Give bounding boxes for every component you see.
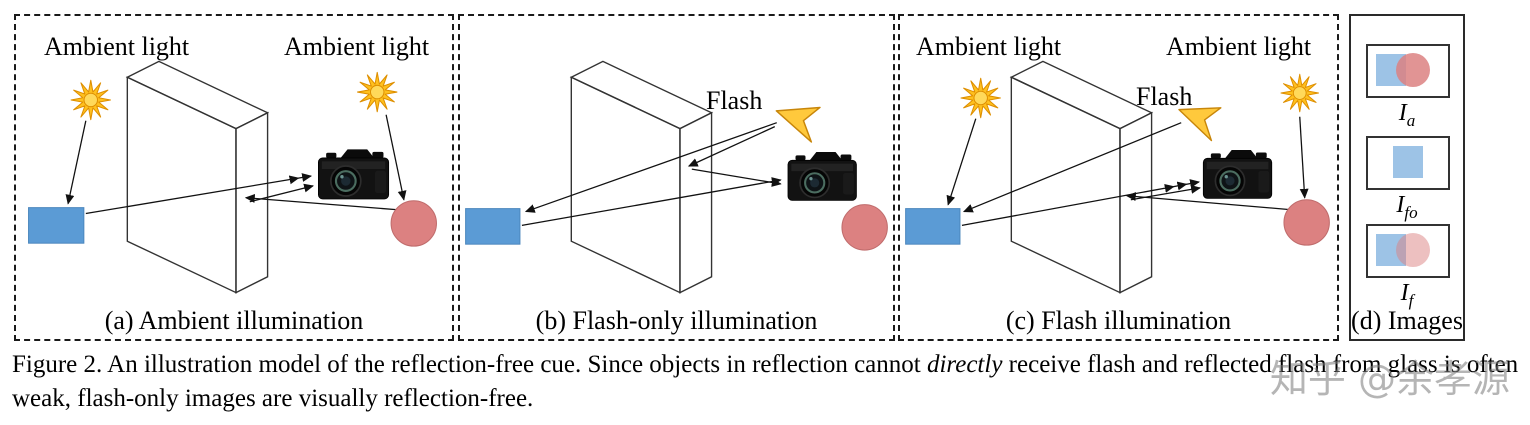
ray-object-to-camera [85,173,313,215]
flash-label: Flash [706,86,763,115]
label-base: I [1400,280,1409,306]
label-subscript: fo [1404,202,1418,222]
image-label-Ia: Ia [1351,100,1463,131]
ray-glass-to-camera [691,168,782,187]
figure-caption: Figure 2. An illustration model of the r… [12,348,1520,415]
flash-scene-diagram [905,60,1330,294]
blue-object [465,208,521,245]
image-label-Ifo: Ifo [1351,192,1463,223]
image-sample-ambient [1366,44,1450,98]
panel-c-caption: (c) Flash illumination [1005,306,1232,335]
watermark: 知乎 @余孝源 [1269,357,1510,401]
panel-flash-illumination: Ambient light Flash Ambient light (c) Fl… [898,14,1339,341]
flash-icon [770,96,821,143]
caption-text: receive flash and reflected flash from g… [12,351,1519,412]
camera-icon [317,148,390,201]
glass-pane [125,60,270,294]
label-subscript: f [1408,290,1414,310]
sun-icon [357,71,398,113]
ray-sun-to-circle [385,114,407,201]
camera-icon [1202,148,1273,200]
panel-images: Ia Ifo If (d) Images [1349,14,1465,341]
pink-object [390,200,437,247]
ray-glass-to-camera [1130,184,1201,201]
ambient-light-label: Ambient light [284,32,430,61]
panel-flash-only-illumination: Flash (b) Flash-only illumination [458,14,895,341]
ray-object-to-camera [521,177,782,227]
ray-object-to-camera [961,179,1200,227]
panel-a-caption: (a) Ambient illumination [104,306,364,335]
image-sample-flash-only [1366,136,1450,190]
ambient-scene-diagram [28,60,437,294]
sun-icon [1280,73,1320,113]
light-rays [521,122,782,227]
ray-sun-to-circle [1299,116,1309,199]
pink-object [841,204,888,251]
image-flash-content [1376,233,1430,267]
image-flash-only-content [1393,146,1423,178]
pink-circle [1396,53,1430,87]
glass-pane [569,60,714,294]
flash-label: Flash [1136,82,1193,111]
ray-circle-to-glass [1125,192,1290,211]
blue-square [1393,146,1423,178]
blue-object [28,207,85,244]
image-sample-flash [1366,224,1450,278]
blue-object [905,208,961,245]
label-base: I [1398,100,1407,126]
panel-b-caption: (b) Flash-only illumination [535,306,818,335]
sun-icon [70,79,111,121]
pink-circle [1396,233,1430,267]
ambient-light-label: Ambient light [1166,32,1312,61]
pink-object [1283,199,1330,246]
camera-icon [786,150,858,202]
caption-text: Figure 2. An illustration model of the r… [12,351,927,378]
panel-ambient-illumination: Ambient light Ambient light (a) Ambient … [14,14,454,341]
caption-italic-word: directly [926,351,1003,378]
label-subscript: a [1406,110,1416,130]
flash-only-scene-diagram [465,60,888,294]
label-base: I [1396,192,1405,218]
panel-d-caption: (d) Images [1351,306,1463,335]
ambient-light-label: Ambient light [916,32,1062,61]
ray-glass-to-camera [249,183,314,203]
image-label-If: If [1351,280,1463,311]
image-ambient-content [1376,53,1430,87]
ray-sun-to-object [65,120,87,205]
sun-icon [960,77,1001,119]
glass-pane [1009,60,1154,294]
light-rays [65,114,407,215]
ambient-light-label: Ambient light [44,32,190,61]
light-rays [946,116,1309,227]
ray-circle-to-glass [244,194,397,211]
ray-flash-to-object [524,122,777,213]
ray-flash-to-object [963,122,1182,213]
ray-flash-to-glass [687,126,776,167]
ray-sun-to-object [946,118,977,206]
